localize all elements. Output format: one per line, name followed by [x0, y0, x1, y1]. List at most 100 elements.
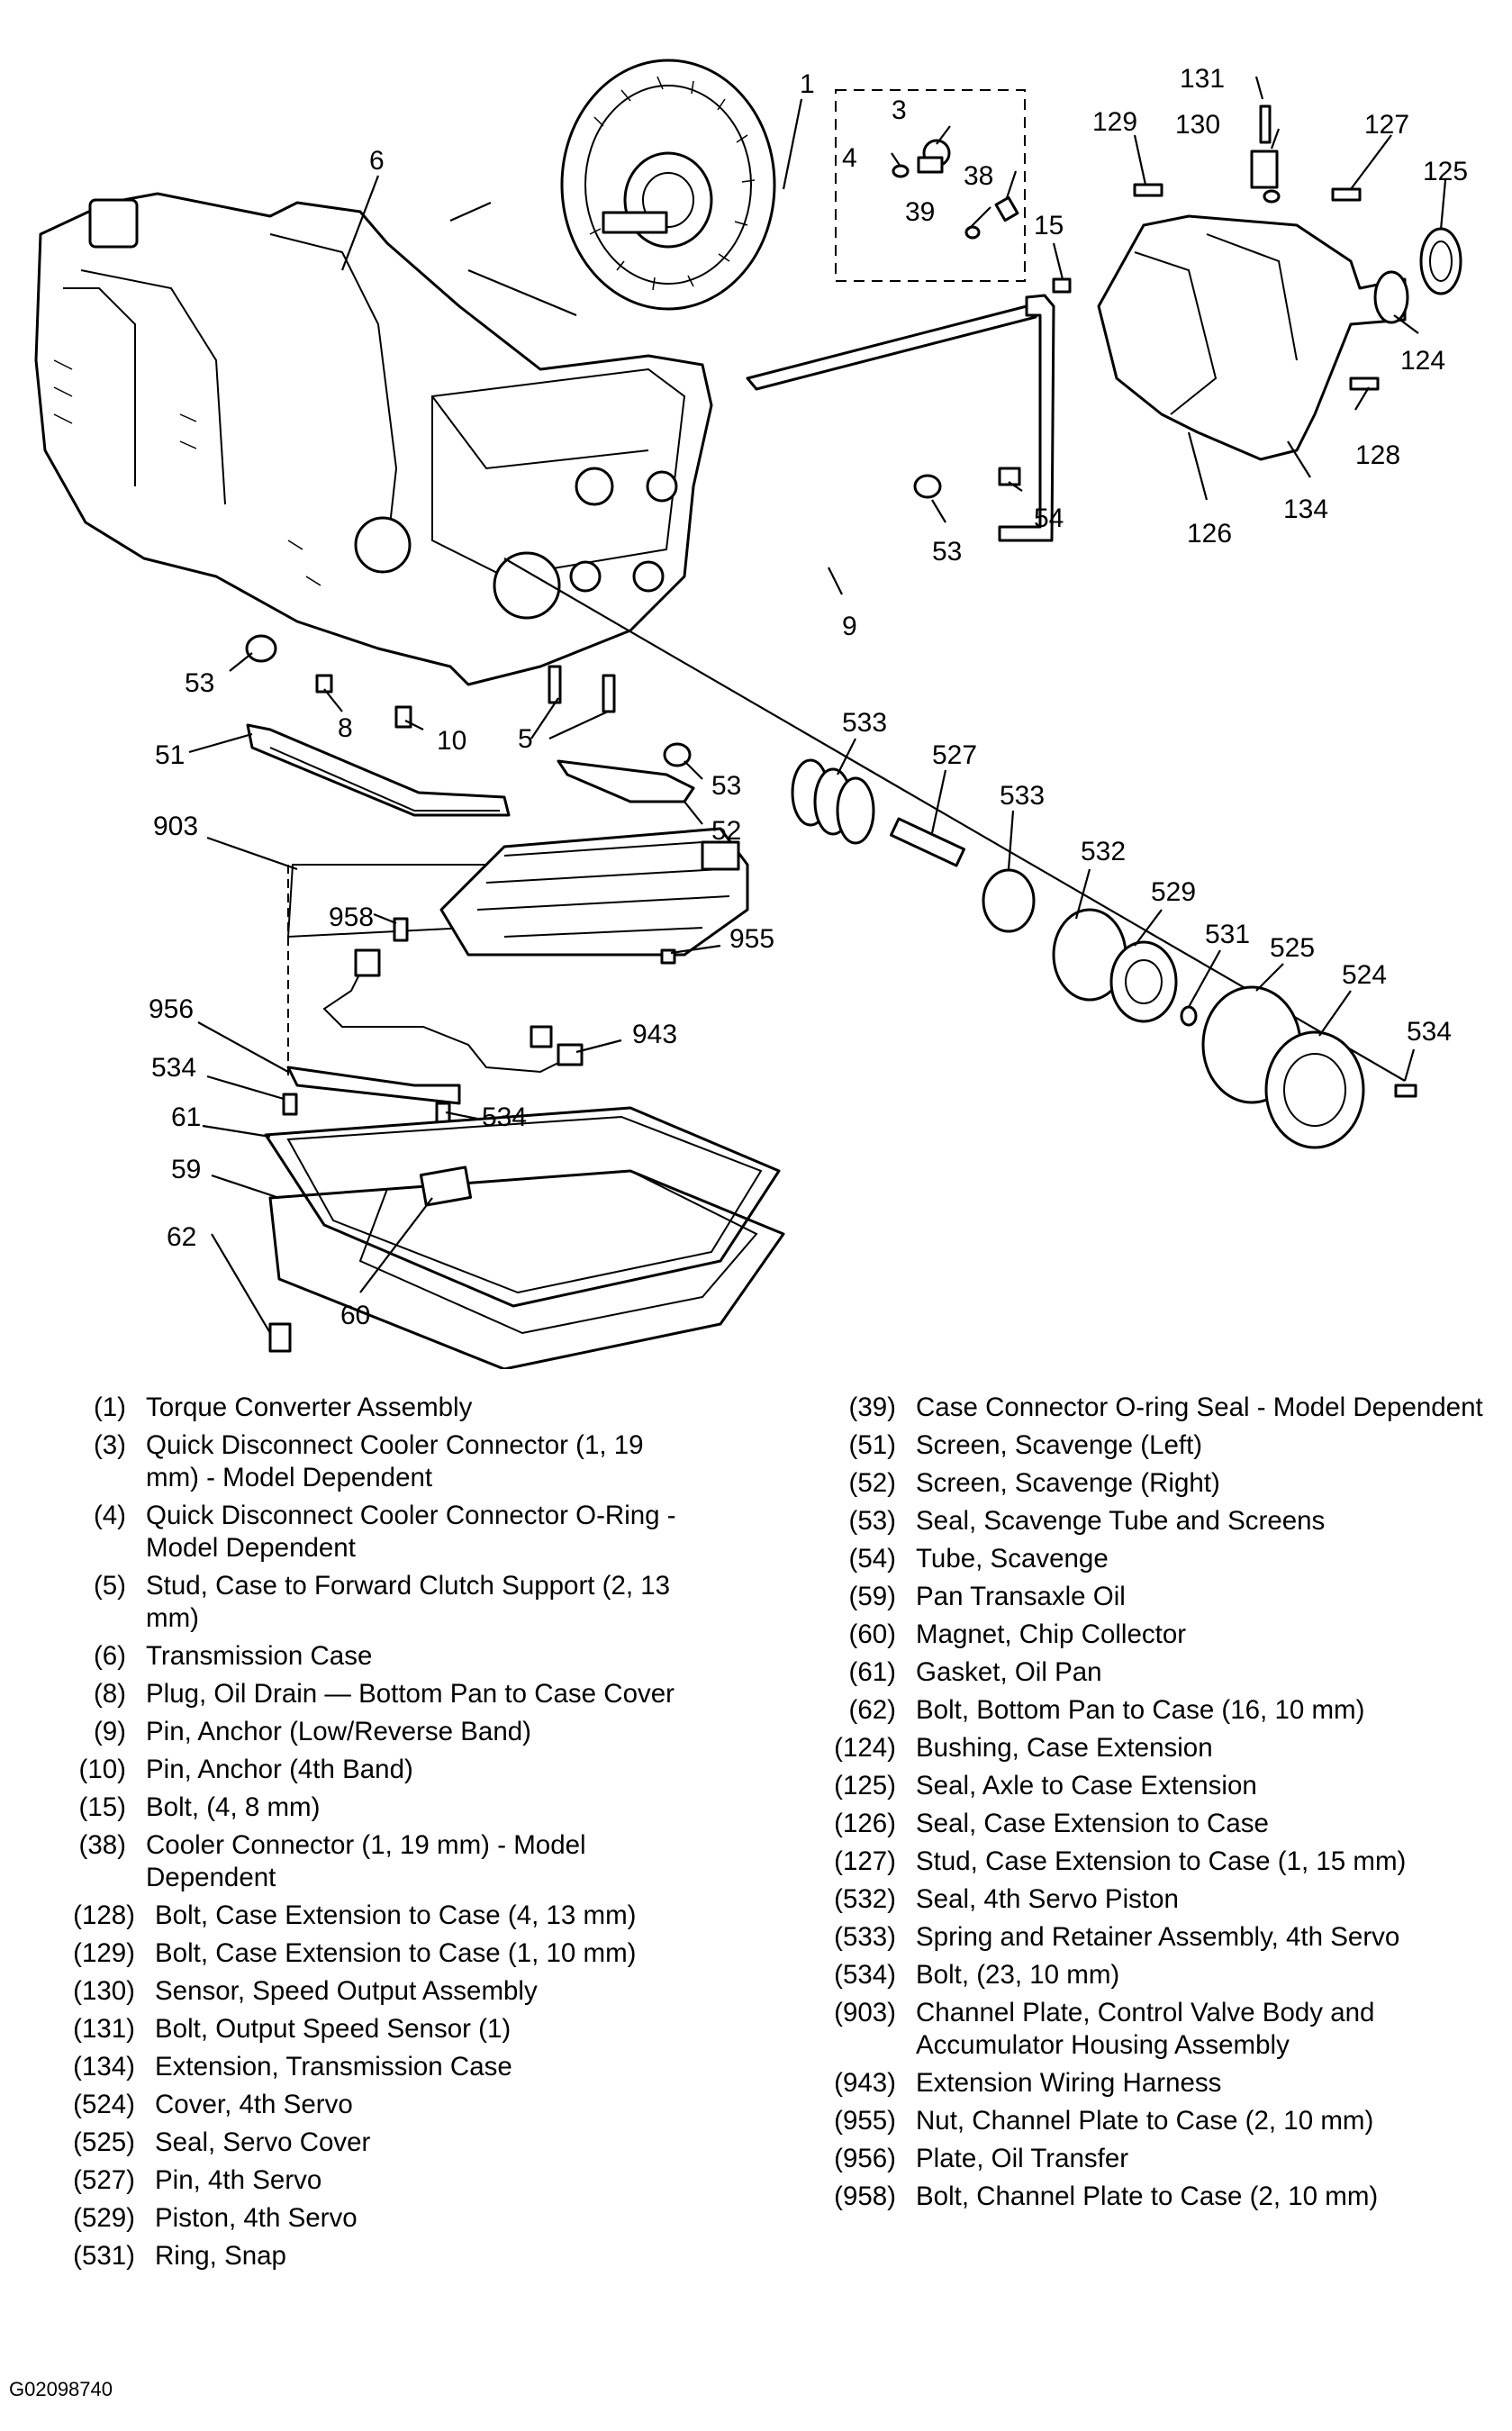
legend-text: Bolt, Bottom Pan to Case (16, 10 mm) — [916, 1695, 1365, 1725]
legend-item: (5)Stud, Case to Forward Clutch Support … — [36, 1570, 702, 1635]
case-extension — [1097, 104, 1462, 461]
exploded-transmission-diagram: 1 3 4 38 39 15 131 130 129 127 125 124 1… — [34, 59, 1468, 1369]
legend-number: (534) — [834, 1960, 896, 1990]
legend-text: Plug, Oil Drain — Bottom Pan to Case Cov… — [146, 1679, 675, 1709]
legend-item: (533)Spring and Retainer Assembly, 4th S… — [806, 1921, 1499, 1954]
legend-number: (531) — [73, 2241, 135, 2271]
legend-left-column: (1)Torque Converter Assembly (3)Quick Di… — [36, 1392, 702, 2278]
callout-534-center: 534 — [482, 1102, 527, 1132]
legend-text: Seal, Case Extension to Case — [916, 1809, 1269, 1838]
scavenge-tube — [746, 277, 1072, 542]
callout-53-left: 53 — [185, 668, 214, 698]
fourth-servo-assembly — [503, 558, 1417, 1149]
legend-item: (956)Plate, Oil Transfer — [806, 2143, 1499, 2175]
legend-text: Screen, Scavenge (Right) — [916, 1468, 1220, 1498]
callout-126: 126 — [1187, 519, 1232, 549]
callout-4: 4 — [842, 143, 857, 173]
legend-text: Seal, Axle to Case Extension — [916, 1771, 1257, 1801]
legend-text: Stud, Case Extension to Case (1, 15 mm) — [916, 1846, 1407, 1876]
legend-text: Pin, 4th Servo — [155, 2165, 322, 2195]
legend-text: Pin, Anchor (4th Band) — [146, 1755, 413, 1784]
callout-531: 531 — [1205, 920, 1250, 949]
callout-525: 525 — [1270, 933, 1315, 963]
legend-text: Cover, 4th Servo — [155, 2090, 353, 2119]
legend-number: (130) — [73, 1976, 135, 2006]
callout-60: 60 — [340, 1301, 370, 1330]
legend-number: (525) — [73, 2127, 135, 2157]
legend-item: (62) Bolt, Bottom Pan to Case (16, 10 mm) — [806, 1694, 1499, 1727]
callout-131: 131 — [1180, 64, 1225, 94]
legend-item: (60)Magnet, Chip Collector — [806, 1619, 1499, 1651]
callout-54: 54 — [1034, 503, 1064, 533]
callout-15: 15 — [1034, 211, 1064, 240]
legend-item: (527) Pin, 4th Servo — [36, 2164, 702, 2197]
callout-59: 59 — [171, 1155, 201, 1184]
legend-item: (126)Seal, Case Extension to Case — [806, 1808, 1499, 1840]
legend-item: (3)Quick Disconnect Cooler Connector (1,… — [36, 1429, 702, 1494]
legend-number: (62) — [848, 1695, 896, 1725]
legend-text: Transmission Case — [146, 1641, 373, 1671]
legend-item: (53)Seal, Scavenge Tube and Screens — [806, 1505, 1499, 1538]
legend-item: (129)Bolt, Case Extension to Case (1, 10… — [36, 1937, 702, 1970]
legend-number: (131) — [73, 2014, 135, 2044]
legend-item: (9)Pin, Anchor (Low/Reverse Band) — [36, 1716, 702, 1748]
callout-128: 128 — [1355, 440, 1400, 470]
legend-text: Quick Disconnect Cooler Connector (1, 19… — [146, 1430, 644, 1492]
callouts: 1 3 4 38 39 15 131 130 129 127 125 124 1… — [149, 64, 1468, 1330]
legend-text: Extension Wiring Harness — [916, 2068, 1222, 2098]
legend-number: (532) — [834, 1884, 896, 1914]
legend-item: (131)Bolt, Output Speed Sensor (1) — [36, 2013, 702, 2045]
callout-125: 125 — [1423, 157, 1468, 186]
callout-9: 9 — [842, 612, 857, 641]
channel-plate-valve-body — [286, 827, 749, 1081]
callout-39: 39 — [905, 197, 935, 227]
legend-number: (134) — [73, 2052, 135, 2082]
legend-text: Tube, Scavenge — [916, 1544, 1109, 1574]
legend-item: (525)Seal, Servo Cover — [36, 2127, 702, 2159]
callout-529: 529 — [1151, 877, 1196, 907]
legend-text: Bushing, Case Extension — [916, 1733, 1213, 1763]
legend-text: Gasket, Oil Pan — [916, 1657, 1102, 1687]
legend-item: (52)Screen, Scavenge (Right) — [806, 1467, 1499, 1500]
legend-item: (51)Screen, Scavenge (Left) — [806, 1429, 1499, 1462]
callout-52: 52 — [711, 816, 741, 846]
callout-955: 955 — [729, 924, 774, 954]
legend-text: Stud, Case to Forward Clutch Support (2,… — [146, 1571, 671, 1633]
legend-text: Bolt, Case Extension to Case (1, 10 mm) — [155, 1938, 637, 1968]
legend-item: (532) Seal, 4th Servo Piston — [806, 1883, 1499, 1916]
legend-item: (524)Cover, 4th Servo — [36, 2089, 702, 2121]
legend-item: (61)Gasket, Oil Pan — [806, 1656, 1499, 1689]
legend-text: Case Connector O-ring Seal - Model Depen… — [916, 1392, 1483, 1422]
legend-item: (4)Quick Disconnect Cooler Connector O-R… — [36, 1500, 702, 1565]
legend-number: (10) — [78, 1755, 126, 1784]
callout-53: 53 — [932, 537, 962, 567]
legend-number: (527) — [73, 2165, 135, 2195]
callout-532: 532 — [1081, 837, 1126, 866]
legend-item: (534)Bolt, (23, 10 mm) — [806, 1959, 1499, 1991]
callout-134: 134 — [1283, 494, 1328, 524]
torque-converter — [560, 59, 776, 311]
legend-text: Seal, 4th Servo Piston — [916, 1884, 1179, 1914]
parts-legend: (1)Torque Converter Assembly (3)Quick Di… — [0, 1392, 1512, 2364]
legend-item: (130)Sensor, Speed Output Assembly — [36, 1975, 702, 2008]
callout-533-lower: 533 — [1000, 781, 1045, 811]
legend-number: (958) — [834, 2182, 896, 2211]
callout-533: 533 — [842, 708, 887, 738]
figure-code: G02098740 — [9, 2378, 113, 2400]
legend-text: Ring, Snap — [155, 2241, 286, 2271]
legend-item: (59)Pan Transaxle Oil — [806, 1581, 1499, 1613]
callout-61: 61 — [171, 1102, 201, 1132]
legend-text: Pin, Anchor (Low/Reverse Band) — [146, 1717, 531, 1746]
legend-item: (958)Bolt, Channel Plate to Case (2, 10 … — [806, 2181, 1499, 2213]
legend-item: (6)Transmission Case — [36, 1640, 702, 1673]
legend-text: Seal, Scavenge Tube and Screens — [916, 1506, 1326, 1536]
legend-number: (1) — [93, 1392, 126, 1422]
legend-number: (533) — [834, 1922, 896, 1952]
callout-62: 62 — [167, 1222, 196, 1252]
legend-text: Piston, 4th Servo — [155, 2203, 358, 2233]
legend-item: (943) Extension Wiring Harness — [806, 2067, 1499, 2100]
legend-number: (955) — [834, 2106, 896, 2136]
callout-903: 903 — [153, 812, 198, 841]
legend-number: (38) — [78, 1830, 126, 1860]
legend-number: (943) — [834, 2068, 896, 2098]
